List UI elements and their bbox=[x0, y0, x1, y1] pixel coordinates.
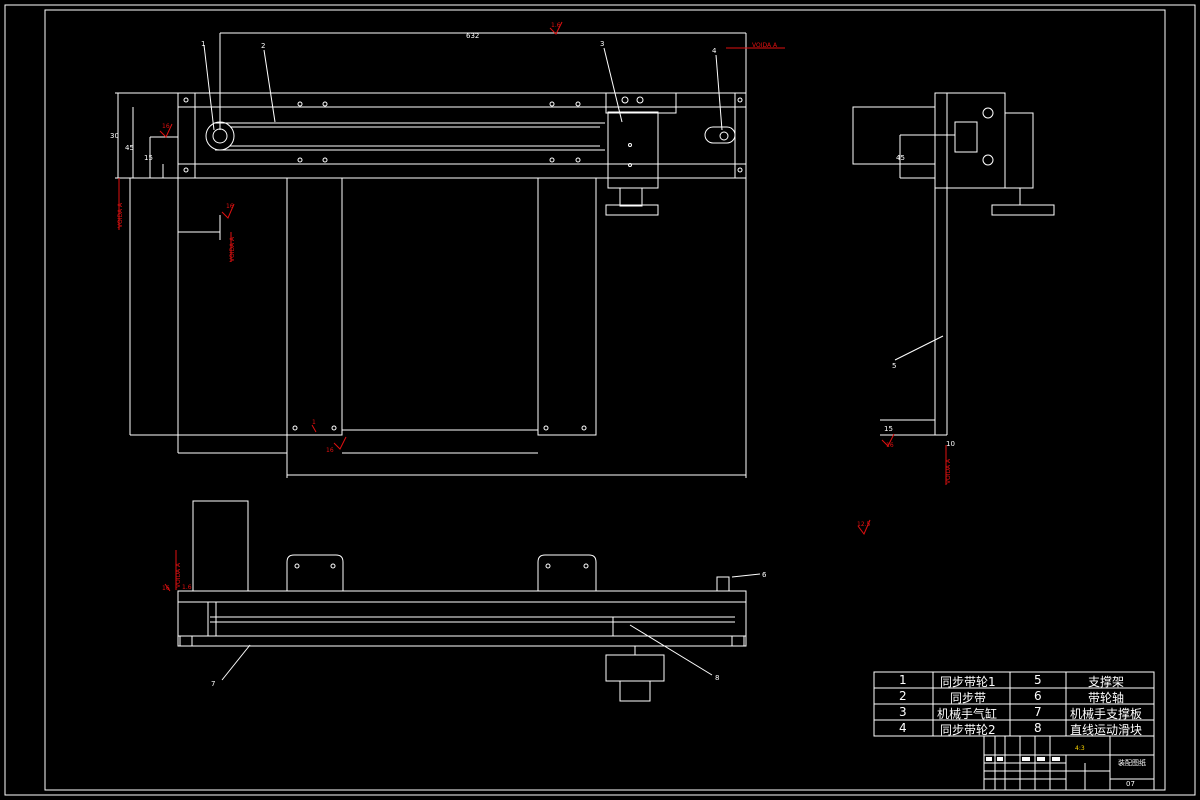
svg-text:VOIDA A: VOIDA A bbox=[175, 562, 182, 588]
bom-name: 直线运动滑块 bbox=[1070, 723, 1143, 737]
bom-no: 5 bbox=[1034, 673, 1042, 687]
datum-flag-left: VOIDA A bbox=[117, 178, 124, 230]
svg-text:16: 16 bbox=[226, 203, 234, 210]
svg-text:16: 16 bbox=[326, 447, 334, 454]
bom-name: 机械手气缸 bbox=[937, 707, 998, 721]
drawing-border bbox=[44, 9, 1166, 791]
bom-name: 机械手支撑板 bbox=[1070, 707, 1143, 721]
radius-1: 1 bbox=[312, 419, 316, 426]
roughness-top: 1.6 bbox=[551, 22, 561, 29]
bom-no: 7 bbox=[1034, 705, 1042, 719]
bom-name: 支撑架 bbox=[1088, 675, 1125, 689]
datum-flag-right: VOIDA A bbox=[726, 42, 785, 49]
bom-name: 带轮轴 bbox=[1088, 691, 1125, 705]
bom-name: 同步带轮1 bbox=[940, 675, 996, 689]
bom-no: 8 bbox=[1034, 721, 1042, 735]
bom-no: 6 bbox=[1034, 689, 1042, 703]
bom-no: 4 bbox=[899, 721, 907, 735]
balloon-2: 2 bbox=[261, 42, 265, 50]
balloon-7: 7 bbox=[211, 680, 215, 688]
dim-15b: 15 bbox=[884, 425, 893, 433]
dim-632: 632 bbox=[466, 32, 479, 40]
dim-30: 30 bbox=[110, 132, 119, 140]
svg-text:16: 16 bbox=[886, 442, 894, 449]
roughness-general: 12.5 bbox=[857, 521, 871, 528]
datum-flag-side: VOIDA A bbox=[945, 445, 952, 485]
balloon-1: 1 bbox=[201, 40, 205, 48]
bom-no: 3 bbox=[899, 705, 907, 719]
dim-10: 10 bbox=[946, 440, 955, 448]
bom-no: 2 bbox=[899, 689, 907, 703]
svg-text:16: 16 bbox=[162, 585, 170, 592]
outer-frame bbox=[4, 4, 1196, 796]
datum-flag-mid: VOIDA A bbox=[229, 232, 236, 262]
balloon-3: 3 bbox=[600, 40, 604, 48]
side-view: 45 15 10 5 16 VOIDA A 12.5 bbox=[852, 92, 1055, 535]
svg-text:16: 16 bbox=[162, 123, 170, 130]
balloon-4: 4 bbox=[712, 47, 717, 55]
bom-table bbox=[873, 671, 1155, 737]
balloon-8: 8 bbox=[715, 674, 719, 682]
front-view: 632 1.6 bbox=[110, 21, 785, 478]
balloon-5: 5 bbox=[892, 362, 896, 370]
svg-text:VOIDA A: VOIDA A bbox=[752, 42, 778, 49]
bom-row: 4 同步带轮2 8 直线运动滑块 bbox=[874, 721, 1154, 737]
datum-flag-top: VOIDA A bbox=[175, 550, 182, 590]
title-block: 4:3 装配图纸 07 bbox=[983, 735, 1155, 791]
balloon-6: 6 bbox=[762, 571, 767, 579]
svg-text:VOIDA A: VOIDA A bbox=[229, 236, 236, 262]
svg-text:VOIDA A: VOIDA A bbox=[117, 202, 124, 228]
bom-row: 3 机械手气缸 7 机械手支撑板 bbox=[874, 705, 1154, 721]
svg-text:1.6: 1.6 bbox=[182, 584, 192, 591]
dim-15a: 15 bbox=[144, 154, 153, 162]
bom-name: 同步带轮2 bbox=[940, 723, 996, 737]
title-scale: 4:3 bbox=[1075, 745, 1085, 752]
dim-45a: 45 bbox=[125, 144, 134, 152]
bom-name: 同步带 bbox=[950, 691, 987, 705]
svg-text:VOIDA A: VOIDA A bbox=[945, 458, 952, 484]
bom-text: 1 同步带轮1 5 支撑架 2 同步带 6 带轮轴 3 机械手气缸 7 机械手支… bbox=[874, 672, 1154, 737]
title-drawing-name: 装配图纸 bbox=[1118, 758, 1146, 767]
top-view: 6 7 8 16 1.6 VOIDA A bbox=[162, 500, 767, 702]
title-sheet: 07 bbox=[1126, 780, 1135, 788]
bom-row: 2 同步带 6 带轮轴 bbox=[874, 689, 1154, 705]
bom-row: 1 同步带轮1 5 支撑架 bbox=[874, 673, 1154, 689]
dim-45b: 45 bbox=[896, 154, 905, 162]
bom-no: 1 bbox=[899, 673, 907, 687]
